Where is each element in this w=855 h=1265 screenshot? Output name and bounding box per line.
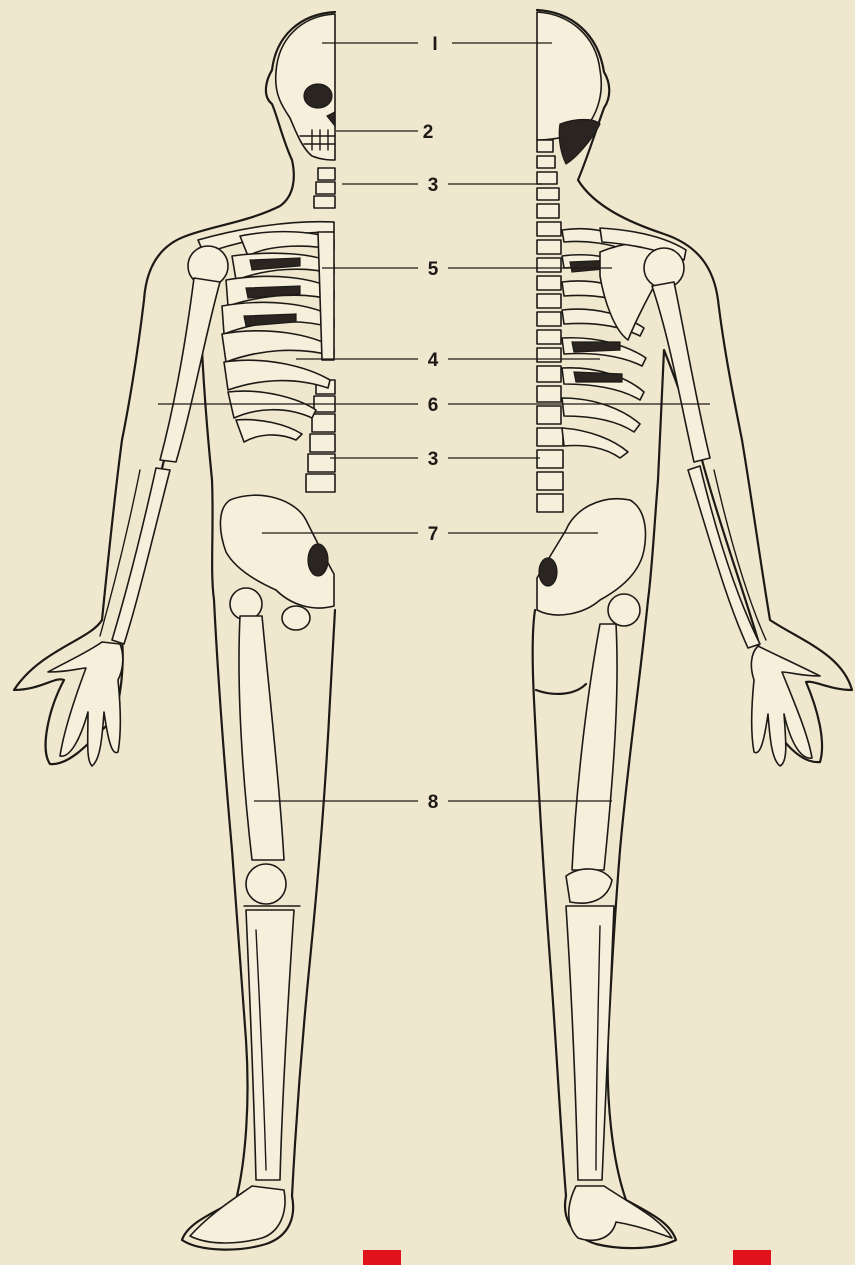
front-figure: [14, 12, 335, 1250]
back-radius-ulna: [688, 466, 760, 648]
red-stamp-left: [363, 1250, 401, 1265]
back-femur-head: [608, 594, 640, 626]
back-figure: [533, 10, 852, 1248]
back-occipital-shade: [559, 120, 600, 165]
front-tibia: [246, 910, 294, 1180]
back-foot: [569, 1186, 672, 1240]
back-femur: [572, 624, 617, 870]
label-3b: 3: [428, 449, 439, 470]
label-3a: 3: [428, 175, 439, 196]
red-stamp-right: [733, 1250, 771, 1265]
label-1: I: [432, 34, 437, 55]
label-8: 8: [428, 792, 439, 813]
front-humerus: [160, 278, 220, 462]
back-knee: [566, 869, 612, 903]
front-body-outline: [14, 12, 335, 1250]
front-eye-socket: [304, 84, 332, 108]
labels: I 2 3 5 4 6 3 7 8: [423, 34, 439, 813]
label-4: 4: [428, 350, 439, 371]
back-vertebrae: [537, 140, 563, 512]
label-7: 7: [428, 524, 439, 545]
front-femur: [239, 616, 284, 860]
front-obturator: [282, 606, 310, 630]
back-gluteal-line: [536, 684, 586, 694]
front-patella: [246, 864, 286, 904]
back-humerus-head: [644, 248, 684, 288]
label-6: 6: [428, 395, 439, 416]
back-sacrum-foramen: [539, 558, 557, 586]
front-sacral-foramen: [308, 544, 328, 576]
back-hand: [751, 646, 820, 766]
back-tibia: [566, 906, 614, 1180]
label-5: 5: [428, 259, 439, 280]
label-2: 2: [423, 122, 434, 143]
